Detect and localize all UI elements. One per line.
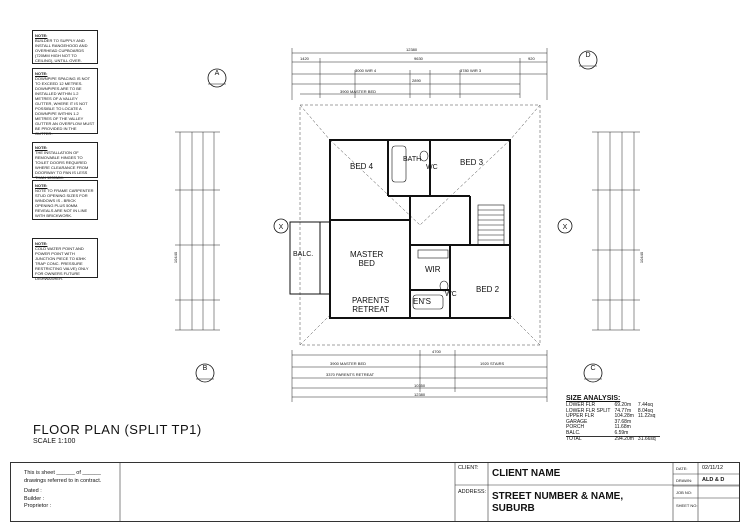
room-master-bed: MASTER BED [350,250,384,268]
note-frame-carpenter: NOTE: NOTE TO FRAME CARPENTER STUD OPENI… [32,180,98,220]
address-label: ADDRESS: [458,489,487,495]
builder-field: Builder : [24,495,45,502]
drawn-label: DRAWN: [676,478,693,483]
svg-text:A: A [215,70,220,77]
note-text: DOWNPIPE SPACING IS NOT TO EXCEED 12 MET… [35,76,95,136]
note-heading: NOTE: [35,183,48,188]
note-text: COLD WATER POINT AND POWER POINT WITH JU… [35,246,89,281]
sheet-line1: This is sheet ______ of ______ [24,470,101,476]
date-value: 02/11/12 [702,465,724,471]
room-wc-upper: WC [426,164,438,171]
note-toilet-hinges: NOTE: THE INSTALLATION OF REMOVABLE HING… [32,142,98,180]
plan-title: FLOOR PLAN (SPLIT TP1) [33,422,202,437]
dim-bottom-mid: 10350 [414,383,426,388]
room-bed2: BED 2 [476,285,500,294]
dim-stairs: 1920 STAIRS [480,361,505,366]
note-heading: NOTE: [35,145,48,150]
dated-field: Dated : [24,488,42,494]
note-text: BUILDER TO SUPPLY AND INSTALL RANGEHOOD … [35,38,88,63]
sheet-no-label: SHEET NO: [676,503,698,508]
room-bed3: BED 3 [460,158,484,167]
client-label: CLIENT: [458,465,479,471]
note-heading: NOTE: [35,33,48,38]
dim-bottom-b: 3370 PARENTS RETREAT [326,372,375,377]
note-heading: NOTE: [35,241,48,246]
svg-text:D: D [585,52,590,59]
table-row: BALC.6.59m [566,429,629,436]
room-ensuite: EN'S [413,297,431,306]
room-wc-lower: WC [445,291,457,298]
note-text: THE INSTALLATION OF REMOVABLE HINGES TO … [35,150,89,180]
dim-top-total: 12380 [406,47,418,52]
address-line2: SUBURB [492,503,535,514]
room-parents-retreat: PARENTS RETREAT [352,296,390,314]
svg-text:C: C [590,365,595,372]
client-name: CLIENT NAME [492,468,561,479]
job-label: JOB NO: [676,490,693,495]
sheet-line2: drawings referred to in contract. [24,477,102,484]
date-label: DATE: [676,466,688,471]
dim-top-left: 1420 [300,56,309,61]
svg-text:B: B [203,365,208,372]
dim-bed4: 2890 [412,78,421,83]
note-rangehood: NOTE: BUILDER TO SUPPLY AND INSTALL RANG… [32,30,98,64]
plan-scale: SCALE 1:100 [33,438,76,445]
dim-master-bottom: 3900 MASTER BED [330,361,367,366]
address-line1: STREET NUMBER & NAME, [492,491,624,502]
contract-sheet-note: This is sheet ______ of ______ drawings … [24,470,101,511]
dim-bed3: 3780 WIR 3 [460,68,482,73]
dim-bottom-a: 4700 [432,349,441,354]
room-bath: BATH [403,156,422,163]
svg-text:X: X [279,224,284,231]
note-downpipe: NOTE: DOWNPIPE SPACING IS NOT TO EXCEED … [32,68,98,136]
dim-top-row: 3000 WIR 4 [355,68,377,73]
drawn-value: ALD & D [702,477,725,483]
title-block [10,462,740,522]
room-wir: WIR [425,265,441,274]
svg-text:X: X [563,224,568,231]
room-bed4: BED 4 [350,162,374,171]
dim-bottom-total: 12380 [414,392,426,397]
dim-top-inner: 9630 [414,56,423,61]
proprietor-field: Proprietor : [24,503,52,509]
room-balcony: BALC. [293,251,314,258]
dim-top-right: 920 [528,56,535,61]
note-water-point: NOTE: COLD WATER POINT AND POWER POINT W… [32,238,98,281]
size-analysis-heading: SIZE ANALYSIS: [566,395,621,402]
note-text: NOTE TO FRAME CARPENTER STUD OPENING SIZ… [35,188,94,218]
floor-plan-drawing: A D X B C X [175,48,640,402]
note-heading: NOTE: [35,71,48,76]
dim-master-top: 3900 MASTER BED [340,89,377,94]
